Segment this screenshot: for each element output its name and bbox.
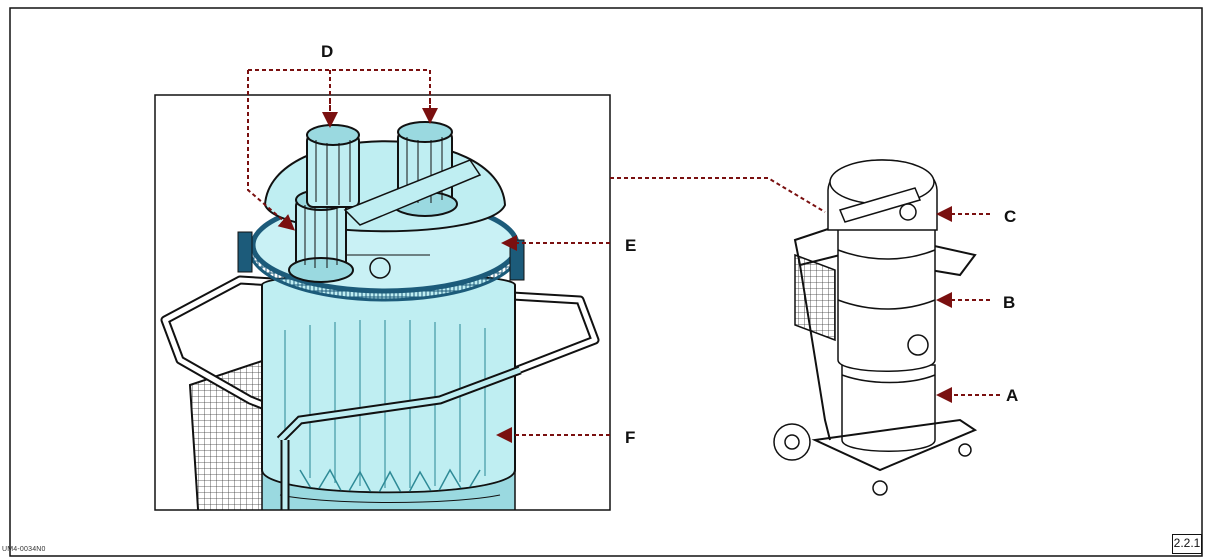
overview-basket: [794, 253, 836, 342]
callout-b: B: [1003, 293, 1015, 312]
figure-number-box: 2.2.1: [1172, 534, 1202, 554]
right-latch: [509, 239, 525, 281]
cartridge-middle: [306, 124, 360, 208]
leader-d: [247, 69, 431, 228]
overview-lower-drum: [841, 364, 936, 452]
callout-d: D: [321, 42, 333, 61]
outer-frame: [9, 7, 1203, 557]
overview-upper-body: [837, 224, 936, 372]
leader-connector: [610, 177, 826, 213]
callout-f: F: [625, 428, 635, 447]
detail-view: [154, 94, 611, 511]
left-latch: [237, 231, 253, 273]
detail-frame: [154, 94, 611, 511]
overview-caster-front: [872, 480, 888, 496]
overview-machine: [773, 159, 978, 496]
document-code: UM4-0034N0: [2, 546, 46, 553]
callout-a: A: [1006, 386, 1018, 405]
callout-e: E: [625, 236, 636, 255]
leader-lines: [247, 69, 1000, 443]
overview-caster-right: [958, 443, 972, 457]
callout-c: C: [1004, 207, 1016, 226]
